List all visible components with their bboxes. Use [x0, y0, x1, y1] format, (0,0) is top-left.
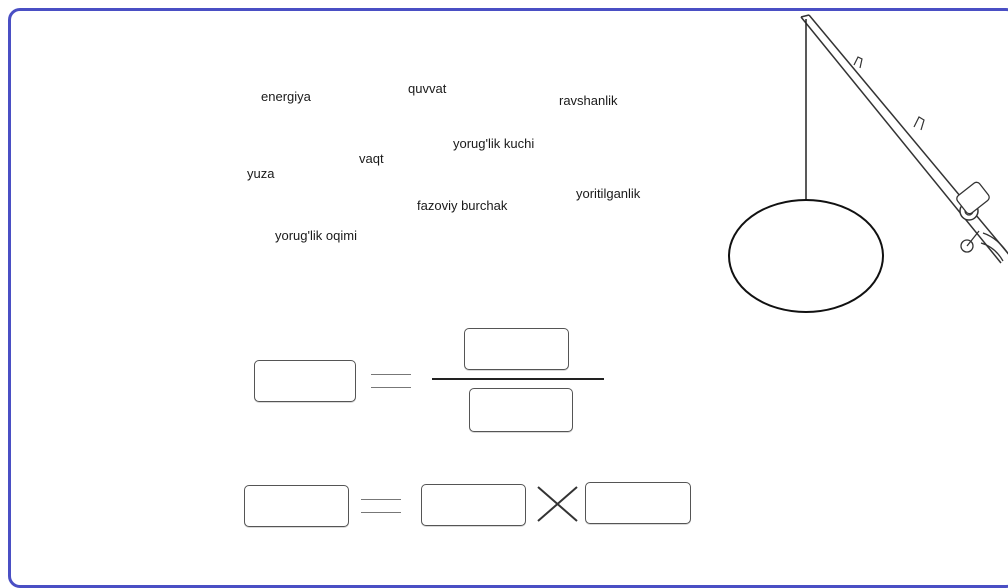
eq2-factor1-slot[interactable]: [421, 484, 526, 526]
eq2-equals-sign: [361, 499, 401, 513]
word-energiya[interactable]: energiya: [261, 89, 311, 104]
word-yoruglik-oqimi[interactable]: yorug'lik oqimi: [275, 228, 357, 243]
eq1-equals-sign: [371, 374, 411, 388]
word-vaqt[interactable]: vaqt: [359, 151, 384, 166]
eq1-denominator-slot[interactable]: [469, 388, 573, 432]
word-yuza[interactable]: yuza: [247, 166, 275, 181]
word-yoritilganlik[interactable]: yoritilganlik: [576, 186, 641, 201]
eq1-result-slot[interactable]: [254, 360, 356, 402]
fishing-rod-icon: [800, 14, 1008, 264]
eq1-numerator-slot[interactable]: [464, 328, 569, 370]
word-quvvat[interactable]: quvvat: [408, 81, 447, 96]
activity-canvas: energiya quvvat ravshanlik yorug'lik kuc…: [8, 8, 1008, 588]
eq1-fraction-bar: [432, 378, 604, 380]
multiply-icon: [537, 486, 578, 522]
word-fazoviy-burchak[interactable]: fazoviy burchak: [417, 198, 508, 213]
net-hoop-icon[interactable]: [11, 11, 1008, 588]
eq2-factor2-slot[interactable]: [585, 482, 691, 524]
word-yoruglik-kuchi[interactable]: yorug'lik kuchi: [453, 136, 535, 151]
eq2-result-slot[interactable]: [244, 485, 349, 527]
word-ravshanlik[interactable]: ravshanlik: [559, 93, 618, 108]
